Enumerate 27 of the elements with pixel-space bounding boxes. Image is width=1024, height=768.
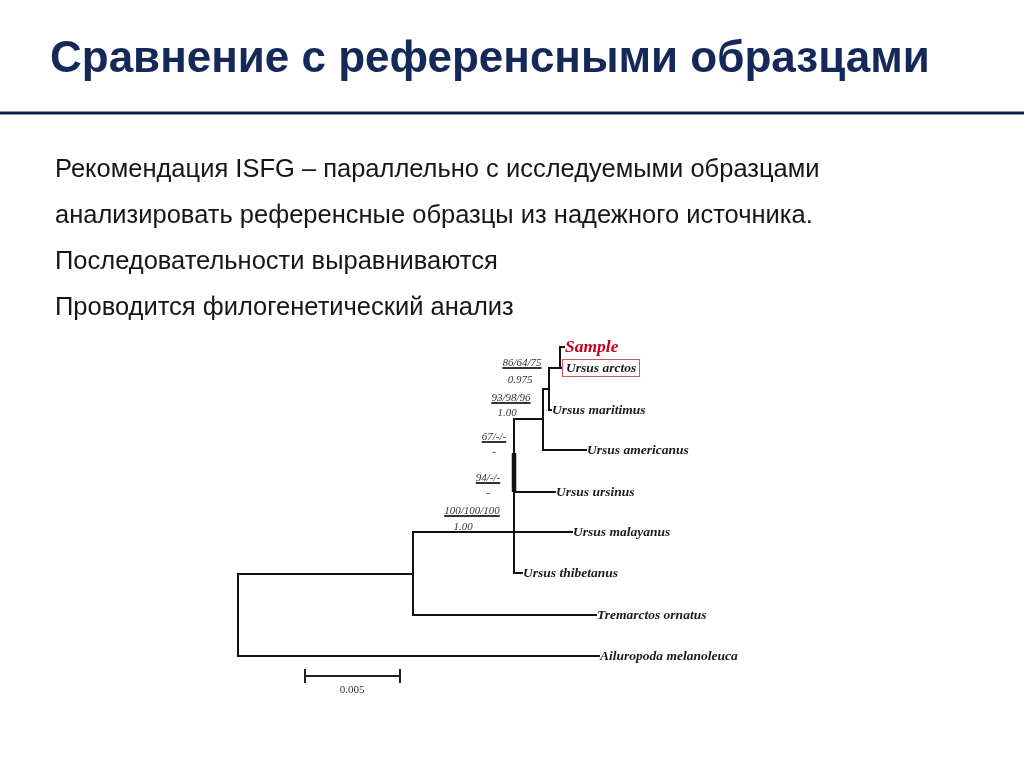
support-value: - — [492, 445, 496, 458]
support-value: 1.00 — [497, 406, 517, 419]
taxon-label: Ursus ursinus — [556, 484, 635, 500]
support-value: 1.00 — [453, 520, 473, 533]
tree-branch — [559, 346, 566, 369]
slide-title: Сравнение с референсными образцами — [50, 32, 930, 82]
support-value: 100/100/100 — [444, 504, 500, 517]
taxon-label: Ursus thibetanus — [523, 565, 618, 581]
taxon-label: Ursus maritimus — [552, 402, 646, 418]
taxon-label: Tremarctos ornatus — [597, 607, 707, 623]
scale-value: 0.005 — [339, 683, 365, 696]
taxon-label: Ailuropoda melanoleuca — [600, 648, 738, 664]
support-value: 94/-/- — [475, 471, 501, 484]
body-text: Рекомендация ISFG – параллельно с исследуемыми образцами анализировать референсные образцы из надежного источника. — [55, 153, 821, 230]
taxon-label: Ursus americanus — [587, 442, 689, 458]
support-value: 0.975 — [507, 373, 533, 386]
support-value: 93/98/96 — [491, 391, 531, 404]
taxon-label: Ursus malayanus — [573, 524, 671, 540]
sample-label: Sample — [565, 337, 619, 357]
highlighted-taxon-label: Ursus arctos — [562, 359, 641, 377]
support-value: 86/64/75 — [502, 356, 542, 369]
tree-branch — [237, 573, 598, 616]
support-value: 67/-/- — [481, 430, 507, 443]
tree-branch — [237, 614, 601, 657]
body-text: Последовательности выравниваются — [55, 245, 499, 276]
body-text: Проводится филогенетический анализ — [55, 291, 515, 322]
support-value: - — [486, 486, 490, 499]
